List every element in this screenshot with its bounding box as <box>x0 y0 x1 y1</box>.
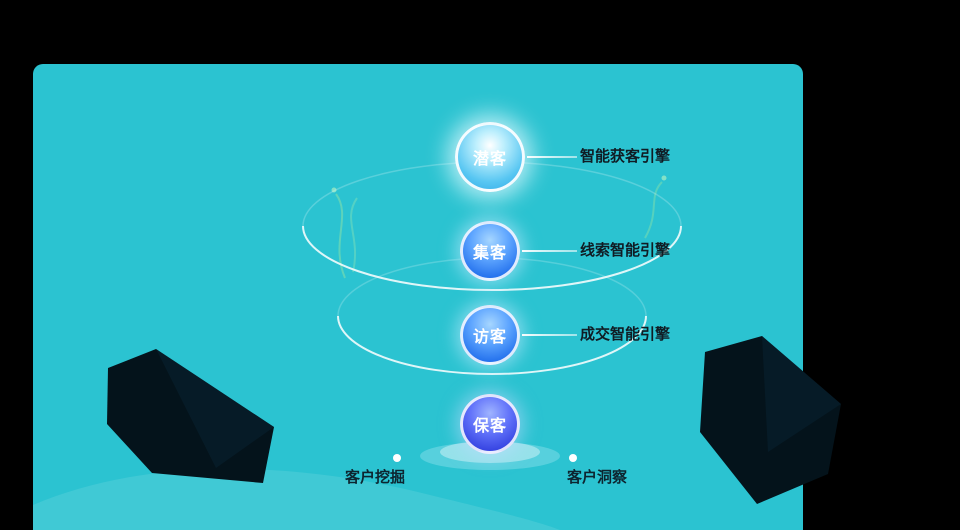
light-wave <box>33 468 560 530</box>
engine-label-2: 线索智能引擎 <box>580 242 671 259</box>
plant-decor-left-2 <box>350 197 358 273</box>
left-rock-facet <box>156 349 274 468</box>
footer-label-right: 客户洞察 <box>566 469 627 486</box>
funnel-stage-1-badge: 潜客 <box>455 122 525 192</box>
funnel-stage-4-label: 保客 <box>472 418 507 435</box>
marker-dot-left <box>393 454 401 462</box>
connector-line-2 <box>522 250 577 252</box>
funnel-stage-2-badge: 集客 <box>460 221 520 281</box>
funnel-ring-2 <box>337 315 647 375</box>
footer-label-left: 客户挖掘 <box>344 469 405 486</box>
spark-dot-2 <box>661 175 667 181</box>
funnel-stage-4-badge: 保客 <box>460 394 520 454</box>
engine-label-3: 成交智能引擎 <box>580 326 671 343</box>
spark-dot-1 <box>331 187 337 193</box>
plant-decor-right <box>644 181 663 239</box>
funnel-stage-3-label: 访客 <box>472 329 507 346</box>
base-platform-outer <box>420 442 560 470</box>
funnel-stage-2-label: 集客 <box>472 245 507 262</box>
right-rock-facet <box>762 336 841 452</box>
funnel-stage-3-badge: 访客 <box>460 305 520 365</box>
connector-line-1 <box>527 156 577 158</box>
funnel-stage-1-label: 潜客 <box>472 151 507 168</box>
engine-label-1: 智能获客引擎 <box>580 148 671 165</box>
plant-decor-left <box>335 193 346 279</box>
marker-dot-right <box>569 454 577 462</box>
connector-line-3 <box>522 334 577 336</box>
funnel-ring-1 <box>302 225 682 291</box>
